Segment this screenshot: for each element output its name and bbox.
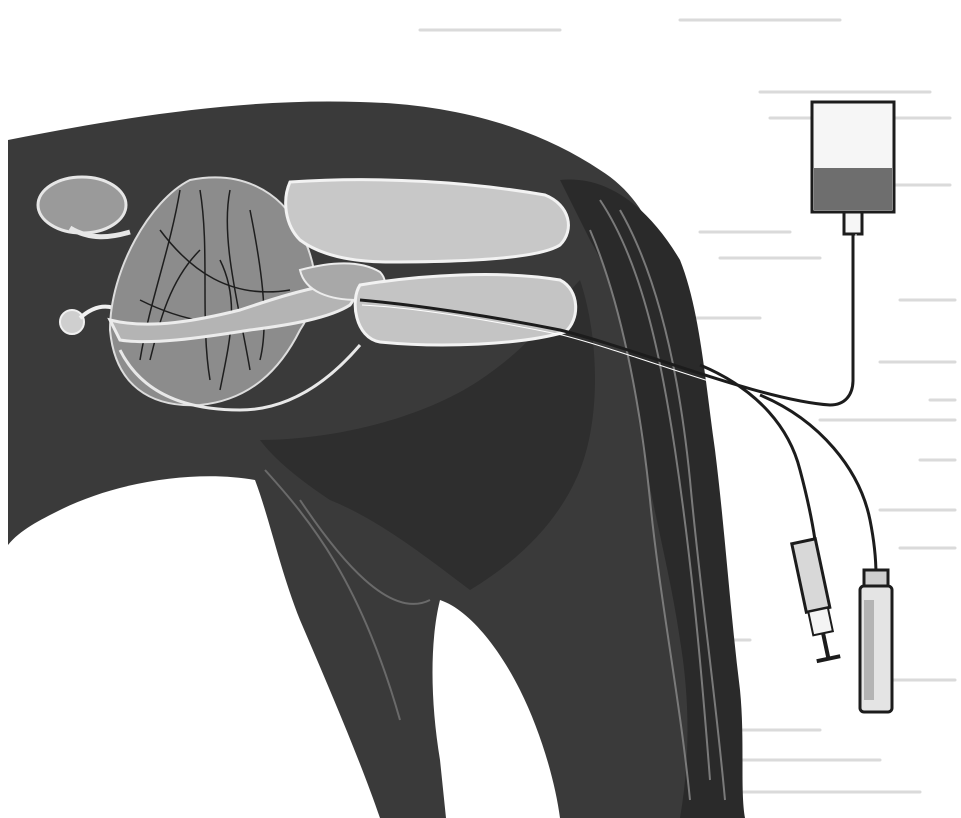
cylindrical-container: [860, 570, 892, 712]
syringe: [792, 539, 840, 661]
bladder: [355, 275, 576, 345]
infusion-reservoir: [812, 102, 894, 234]
rectum: [286, 180, 569, 262]
kidney: [38, 177, 126, 233]
